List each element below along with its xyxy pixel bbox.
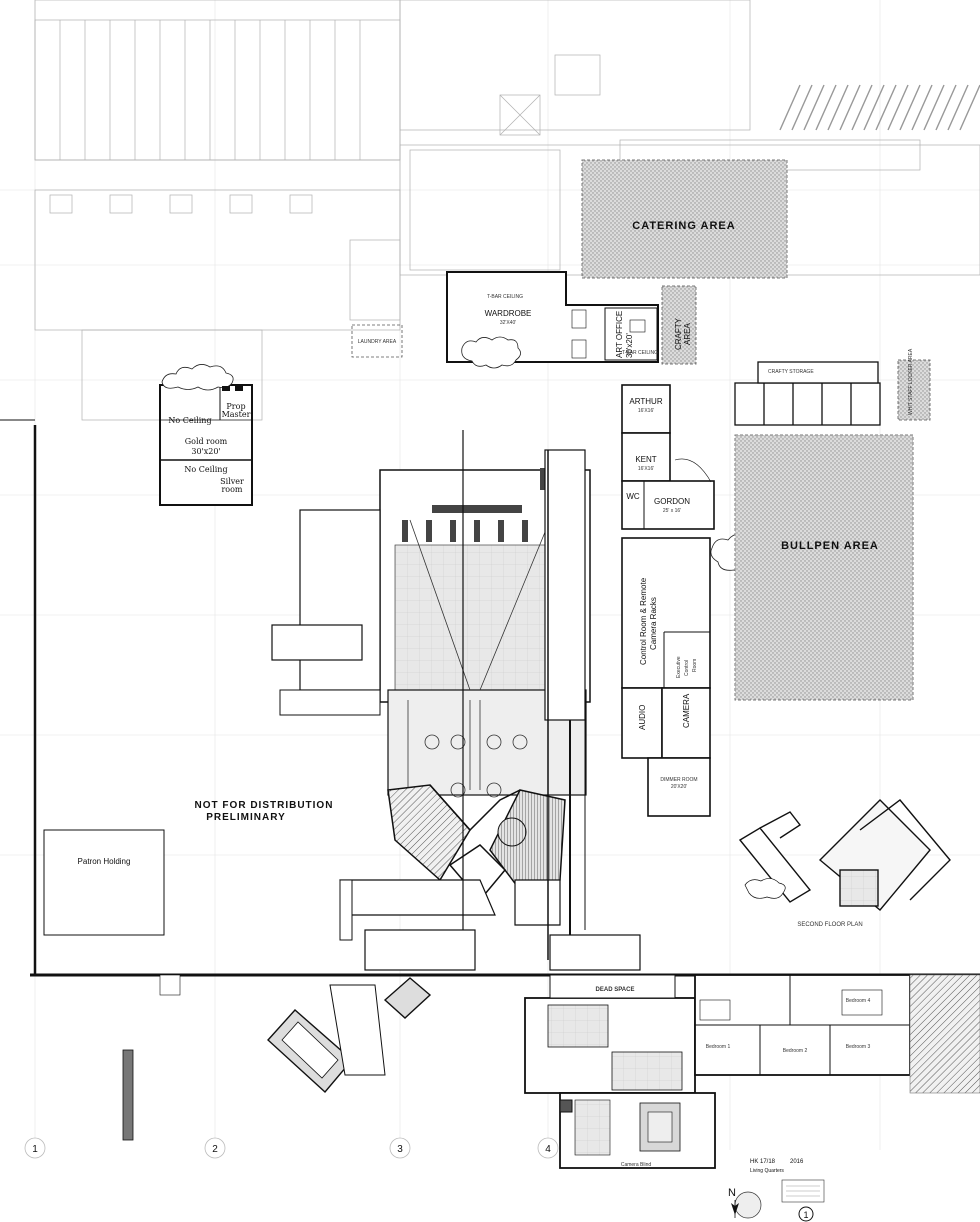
seal-logo-icon [734,1191,762,1219]
control-rooms [621,537,711,817]
crafty-area-label: AREA [683,323,692,345]
exec-control-label-1: Executive [676,656,682,678]
no-ceiling-label-1: No Ceiling [168,416,211,425]
audio-label: AUDIO [638,705,647,730]
kent-size: 16'X16' [638,466,654,472]
grid-label-2: 2 [212,1144,218,1155]
not-for-distribution-note: NOT FOR DISTRIBUTION [195,800,334,811]
catering-area-label: CATERING AREA [632,220,735,232]
art-office-label: ART OFFICE [615,311,624,358]
kent-label: KENT [635,455,656,464]
bullpen-area: BULLPEN AREA [734,434,914,701]
existing-building-outline [34,0,980,421]
dead-space-label: DEAD SPACE [596,987,635,993]
catering-area: CATERING AREA [581,159,788,279]
executive-offices [621,384,715,530]
gold-silver-rooms [159,364,253,506]
art-office-ceiling-note: T-BAR CEILING [622,350,658,356]
wardrobe-label: WARDROBE [485,309,532,318]
second-floor-plan [738,799,951,911]
prop-label: Prop [226,402,245,411]
grid-label-1: 1 [32,1144,38,1155]
camera-racks-label: Camera Racks [649,597,658,650]
camera-label: CAMERA [682,693,691,728]
laundry-label: LAUNDRY AREA [358,339,397,345]
camera-blind-label: Camera Blind [621,1162,652,1168]
staff-locker-label: WHIT STAFF LOCKER AREA [908,348,914,415]
control-room-label: Control Room & Remote [639,577,648,665]
grid-label-3: 3 [397,1144,403,1155]
art-office-size: 30'x20' [625,333,634,358]
wc-label: WC [626,492,640,501]
sheet-number: 1 [803,1210,808,1220]
sheet-title: Living Quarters [750,1168,784,1174]
living-quarters [524,974,980,1169]
north-arrow-icon: N [728,1187,739,1218]
grid-bubbles [24,1137,559,1159]
gordon-size: 25' x 16' [663,508,681,514]
dimmer-room-size: 20'X20' [671,784,687,790]
project-code: HK 17/18 [750,1159,776,1165]
crafty-label: CRAFTY [674,317,683,350]
parking-stripes [779,84,980,131]
gold-room-label: Gold room [185,437,228,446]
dimmer-room-label: DIMMER ROOM [660,777,697,783]
master-label: Master [222,410,251,419]
silver-room-label: room [221,485,242,494]
preliminary-note: PRELIMINARY [206,812,286,823]
bedroom-2-label: Bedroom 2 [783,1048,808,1054]
crafty-storage-label: CRAFTY STORAGE [768,369,814,375]
gold-room-size: 30'x20' [191,447,220,456]
no-ceiling-label-2: No Ceiling [184,465,227,474]
silver-label: Silver [220,477,244,486]
bullpen-label: BULLPEN AREA [781,540,879,552]
cloud-note-wardrobe [461,336,521,369]
bedroom-4-label: Bedroom 4 [846,998,871,1004]
north-label: N [728,1187,736,1199]
grid-label-4: 4 [545,1144,551,1155]
arthur-size: 16'X16' [638,408,654,414]
studio-set [271,430,641,971]
second-floor-plan-label: SECOND FLOOR PLAN [797,922,862,928]
gordon-label: GORDON [654,497,690,506]
wardrobe-ceiling-note: T-BAR CEILING [487,294,523,300]
arthur-label: ARTHUR [629,397,662,406]
title-block: HK 17/18 2016 Living Quarters 1 [734,1159,825,1222]
exec-control-label-3: Room [692,659,698,672]
wardrobe-size: 32'X40' [500,320,516,326]
exterior-structures [122,974,432,1141]
patron-holding: Patron Holding [43,829,165,936]
project-year: 2016 [790,1159,804,1165]
staff-offices-row [734,359,931,426]
exec-control-label-2: Control [684,660,690,676]
bedroom-3-label: Bedroom 3 [846,1044,871,1050]
patron-holding-label: Patron Holding [78,857,131,866]
bedroom-1-label: Bedroom 1 [706,1044,731,1050]
